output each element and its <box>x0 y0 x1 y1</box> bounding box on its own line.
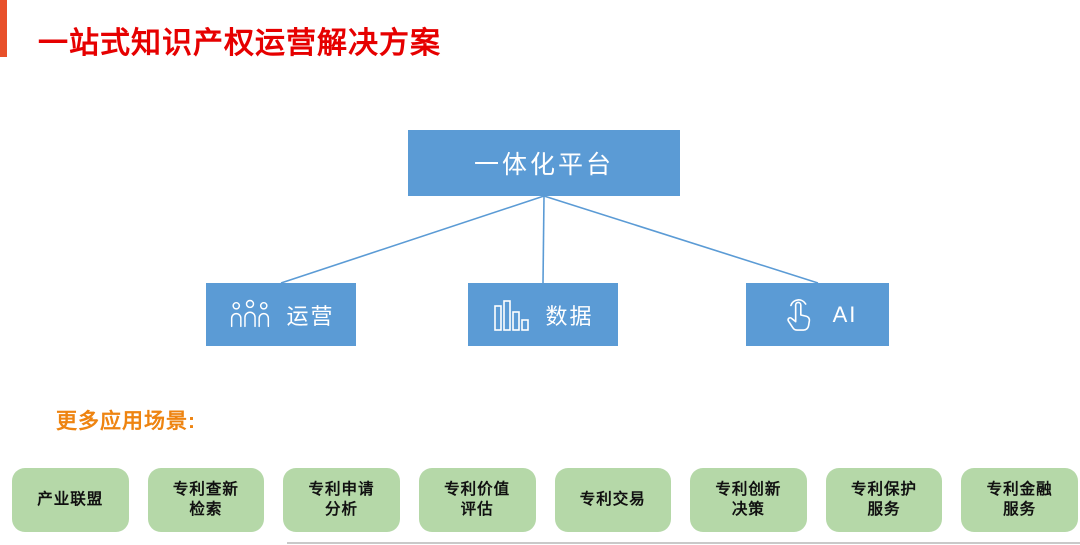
child-node-data: 数据 <box>468 283 618 346</box>
pill-label: 专利查新 检索 <box>172 480 239 518</box>
child-node-operations: 运营 <box>206 283 356 346</box>
pill-label: 专利申请 分析 <box>308 480 375 518</box>
pill-label: 专利交易 <box>579 490 646 508</box>
touch-icon <box>778 294 820 336</box>
child-node-ai: AI <box>746 283 889 346</box>
scenario-pill-patent-protection-service: 专利保护 服务 <box>825 468 943 532</box>
scenario-pill-row: 产业联盟 专利查新 检索 专利申请 分析 专利价值 评估 专利交易 专利创新 决… <box>12 468 1078 532</box>
bottom-divider <box>287 542 1080 544</box>
pill-label: 专利金融 服务 <box>986 480 1053 518</box>
people-icon <box>227 298 273 331</box>
pill-label: 专利保护 服务 <box>851 480 918 518</box>
bar-chart-icon <box>492 297 532 333</box>
pill-label: 产业联盟 <box>37 490 104 508</box>
root-node-label: 一体化平台 <box>473 151 614 179</box>
left-accent-strip <box>0 0 7 57</box>
child-node-label: AI <box>832 301 858 327</box>
root-node-platform: 一体化平台 <box>408 130 680 196</box>
scenario-pill-patent-trading: 专利交易 <box>554 468 672 532</box>
pill-label: 专利价值 评估 <box>444 480 511 518</box>
page-title: 一站式知识产权运营解决方案 <box>38 27 441 60</box>
scenario-pill-patent-innovation-decision: 专利创新 决策 <box>690 468 807 532</box>
scenario-pill-industry-alliance: 产业联盟 <box>12 468 129 532</box>
scenario-pill-patent-finance-service: 专利金融 服务 <box>961 468 1078 532</box>
scenario-pill-patent-value-evaluation: 专利价值 评估 <box>418 468 536 532</box>
child-node-label: 数据 <box>545 303 594 329</box>
scenario-pill-patent-application-analysis: 专利申请 分析 <box>283 468 400 532</box>
pill-label: 专利创新 决策 <box>715 480 782 518</box>
child-node-label: 运营 <box>286 303 335 329</box>
scenarios-heading: 更多应用场景: <box>56 410 196 433</box>
scenario-pill-patent-novelty-search: 专利查新 检索 <box>147 468 265 532</box>
